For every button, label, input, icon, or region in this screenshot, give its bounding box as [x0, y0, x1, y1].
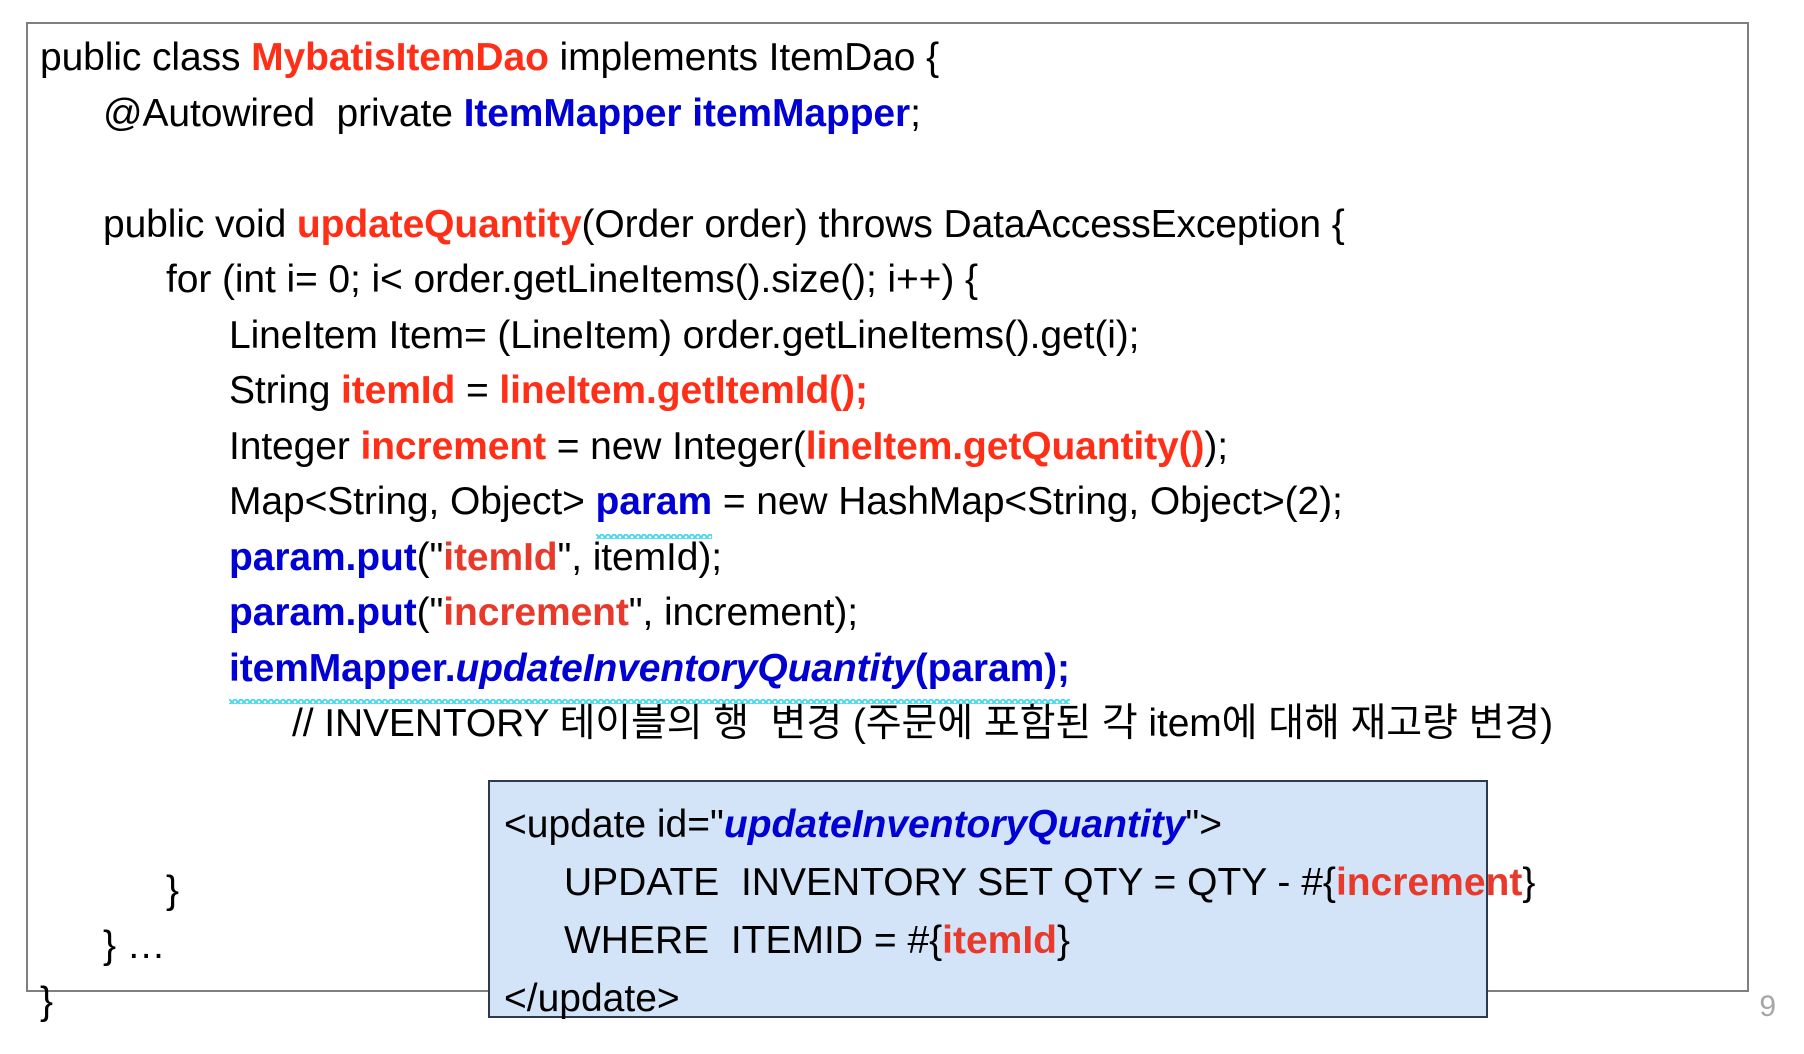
line-for-loop-token-0: for (int i= 0; i< order.getLineItems().s…	[166, 258, 978, 301]
line-close-method: } …	[40, 918, 1780, 974]
line-integer-increment: Integer increment = new Integer(lineItem…	[40, 419, 1780, 475]
line-autowired-field-token-2: ;	[910, 91, 921, 135]
line-map-param-token-1: param	[595, 474, 712, 538]
line-autowired-field: @Autowired private ItemMapper itemMapper…	[40, 86, 1780, 142]
line-itemmapper-call: itemMapper.updateInventoryQuantity(param…	[229, 641, 1070, 704]
line-map-param-token-2: = new HashMap<String, Object>(2);	[712, 480, 1343, 523]
line-itemmapper-call-token-0: itemMapper.	[229, 646, 456, 690]
line-itemmapper-call-token-2: (param);	[914, 646, 1070, 690]
line-integer-increment-token-3: lineItem.getQuantity()	[805, 424, 1205, 468]
line-blank-1	[40, 141, 1780, 197]
xml-open-update: <update id="updateInventoryQuantity">	[504, 796, 1486, 854]
line-integer-increment-token-2: = new Integer(	[545, 424, 806, 468]
line-close-for: }	[40, 863, 1780, 919]
line-autowired-field-token-1: ItemMapper itemMapper	[463, 91, 911, 135]
line-close-method-token-0: } …	[103, 924, 166, 967]
line-close-class-token-0: }	[40, 979, 53, 1023]
page-number: 9	[1759, 990, 1776, 1023]
xml-where-clause-token-0: WHERE ITEMID = #{	[564, 919, 943, 962]
xml-update-statement-token-0: UPDATE INVENTORY SET QTY = QTY - #{	[564, 861, 1336, 904]
line-class-decl-token-2: implements ItemDao {	[548, 36, 940, 79]
line-method-signature-token-2: (Order order) throws DataAccessException…	[581, 202, 1345, 246]
line-string-itemid-token-1: itemId	[341, 369, 456, 412]
line-param-put-itemid-token-1: ("	[416, 535, 444, 579]
line-map-param-token-0: Map<String, Object>	[229, 480, 596, 523]
line-lineitem-cast-token-0: LineItem Item= (LineItem) order.getLineI…	[229, 313, 1140, 357]
line-param-put-itemid-token-3: ", itemId);	[557, 535, 723, 579]
line-itemmapper-call-token-1: updateInventoryQuantity	[455, 646, 915, 690]
line-param-put-increment: param.put("increment", increment);	[40, 585, 1780, 641]
line-map-param: Map<String, Object> param = new HashMap<…	[40, 474, 1780, 538]
line-param-put-itemid: param.put("itemId", itemId);	[40, 530, 1780, 586]
line-string-itemid-token-2: =	[455, 369, 500, 412]
xml-close-update-token-0: </update>	[504, 977, 680, 1020]
line-integer-increment-token-4: );	[1204, 424, 1228, 468]
xml-open-update-token-0: <update id="	[504, 803, 724, 846]
line-class-decl: public class MybatisItemDao implements I…	[40, 30, 1780, 86]
line-class-decl-token-0: public class	[40, 36, 252, 79]
line-string-itemid-token-0: String	[229, 369, 342, 412]
xml-update-statement: UPDATE INVENTORY SET QTY = QTY - #{incre…	[504, 854, 1535, 912]
xml-update-statement-token-1: increment	[1335, 861, 1523, 904]
line-korean-comment-token-0: // INVENTORY 테이블의 행 변경 (주문에 포함된 각 item에 …	[292, 702, 1554, 745]
line-integer-increment-token-1: increment	[360, 424, 546, 468]
xml-open-update-token-1: updateInventoryQuantity	[723, 803, 1186, 846]
line-string-itemid: String itemId = lineItem.getItemId();	[40, 363, 1780, 419]
line-integer-increment-token-0: Integer	[229, 424, 361, 468]
xml-where-clause: WHERE ITEMID = #{itemId}	[504, 912, 1486, 970]
line-close-class: }	[40, 974, 1780, 1030]
xml-where-clause-token-1: itemId	[942, 919, 1058, 962]
line-for-loop: for (int i= 0; i< order.getLineItems().s…	[40, 252, 1780, 308]
line-close-for-token-0: }	[166, 868, 179, 912]
line-lineitem-cast: LineItem Item= (LineItem) order.getLineI…	[40, 308, 1780, 364]
xml-open-update-token-2: ">	[1185, 803, 1223, 846]
line-method-signature: public void updateQuantity(Order order) …	[40, 197, 1780, 253]
line-method-signature-token-0: public void	[103, 202, 297, 246]
xml-close-update: </update>	[504, 970, 1486, 1028]
xml-update-statement-token-2: }	[1522, 861, 1536, 904]
line-param-put-increment-token-2: increment	[443, 591, 629, 634]
line-param-put-itemid-token-0: param.put	[229, 535, 417, 579]
line-param-put-increment-token-1: ("	[416, 591, 444, 634]
xml-where-clause-token-2: }	[1057, 919, 1071, 962]
line-method-signature-token-1: updateQuantity	[296, 202, 582, 246]
line-param-put-itemid-token-2: itemId	[443, 535, 558, 579]
java-code-block: public class MybatisItemDao implements I…	[40, 30, 1780, 1029]
line-class-decl-token-1: MybatisItemDao	[251, 36, 549, 79]
line-param-put-increment-token-0: param.put	[229, 591, 417, 634]
line-korean-comment: // INVENTORY 테이블의 행 변경 (주문에 포함된 각 item에 …	[40, 696, 1780, 752]
mybatis-xml-callout: <update id="updateInventoryQuantity">UPD…	[488, 780, 1535, 1020]
line-string-itemid-token-3: lineItem.getItemId();	[499, 369, 868, 412]
line-param-put-increment-token-3: ", increment);	[628, 591, 858, 634]
line-autowired-field-token-0: @Autowired private	[103, 91, 464, 135]
